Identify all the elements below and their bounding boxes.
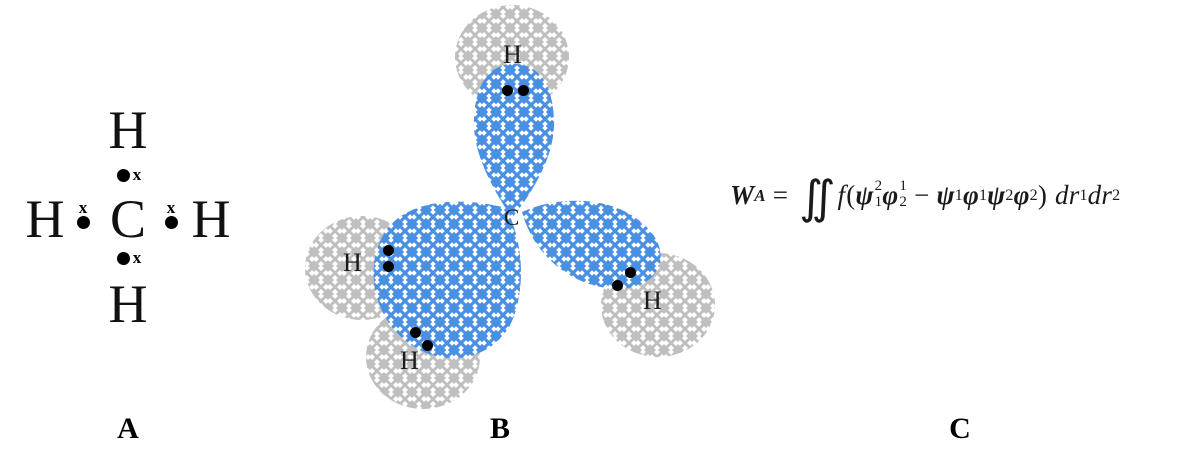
lewis-bond-pair-bottom: x: [106, 248, 152, 268]
sub-2: 2: [899, 193, 908, 210]
lewis-atom-left-h: H: [25, 189, 65, 249]
equation-phi-b-sub: 2: [1029, 186, 1038, 204]
panel-a-lewis-structure: H x H x C x H x H: [0, 95, 300, 355]
equation-r1-sub: 1: [1079, 186, 1088, 204]
orbital-label-carbon: C: [504, 205, 520, 230]
orbital-label-h-top: H: [503, 40, 522, 69]
orbital-label-h-right: H: [643, 286, 662, 315]
equation-equals: =: [772, 180, 789, 210]
sup-1: 1: [899, 178, 908, 195]
orbital-overlap-svg: [305, 5, 715, 409]
lewis-atom-top-h: H: [108, 100, 148, 160]
electron-pair-dot-bottom-left-2: [422, 340, 433, 351]
equation-d2: d: [1087, 180, 1102, 210]
electron-dot: [76, 216, 90, 229]
panel-label-a: A: [117, 412, 139, 445]
sub-1: 1: [874, 193, 883, 210]
lewis-bond-pair-top: x: [106, 165, 152, 185]
electron-dot: [116, 168, 130, 182]
equation-phi-a-sub: 1: [978, 186, 988, 204]
electron-pair-dot-top-1: [502, 85, 513, 96]
carbon-sp3-orbital-front-left: [373, 201, 521, 359]
equation-psi-a: ψ: [936, 180, 955, 210]
equation-symbol-w: W: [730, 180, 755, 210]
electron-cross: x: [166, 198, 176, 217]
panel-b-orbital-diagram: H H H H C: [300, 0, 730, 410]
lewis-atom-bottom-h: H: [108, 274, 148, 334]
equation-d1: d: [1055, 180, 1069, 210]
equation-r2: r: [1101, 180, 1113, 210]
equation-psi-b: ψ: [987, 180, 1006, 210]
panel-label-b: B: [489, 412, 510, 445]
equation-phi-2: φ: [882, 180, 899, 210]
equation-function-f: f: [837, 180, 846, 210]
equation-phi-a: φ: [962, 180, 979, 210]
equation-superscript-a: A: [754, 185, 766, 205]
equation-minus: −: [914, 180, 930, 210]
electron-pair-dot-right-2: [612, 280, 623, 291]
equation-psi-1: ψ: [855, 180, 874, 210]
sup-2: 2: [874, 178, 883, 195]
electron-pair-dot-right-1: [625, 267, 636, 278]
lewis-atom-center-c: C: [109, 189, 147, 249]
equation-psi-b-sub: 2: [1005, 186, 1014, 204]
carbon-sp3-orbital-right: [522, 200, 661, 289]
lewis-bond-pair-right: x: [160, 195, 182, 235]
electron-dot: [164, 216, 178, 229]
electron-dot: [116, 251, 130, 265]
electron-cross: x: [132, 248, 142, 267]
panel-label-c: C: [949, 412, 971, 445]
electron-cross: x: [132, 165, 142, 184]
carbon-sp3-orbital-top: [473, 64, 555, 218]
equation-open-paren: (: [846, 180, 856, 210]
lewis-atom-right-h: H: [191, 189, 231, 249]
equation-close-paren: ): [1037, 180, 1048, 210]
electron-cross: x: [78, 198, 88, 217]
electron-pair-dot-top-2: [518, 85, 529, 96]
electron-pair-dot-bottom-left-1: [410, 327, 421, 338]
equation-r1: r: [1068, 180, 1080, 210]
orbital-label-h-bottom-left: H: [400, 346, 419, 375]
equation-phi-b: φ: [1013, 180, 1030, 210]
lewis-bond-pair-left: x: [72, 195, 94, 235]
orbital-label-h-left: H: [343, 248, 362, 277]
double-integral-icon: ∬: [799, 171, 835, 223]
equation-r2-sub: 2: [1112, 186, 1121, 204]
equation-psi-a-sub: 1: [954, 186, 963, 204]
electron-pair-dot-left-1: [383, 245, 394, 256]
electron-pair-dot-left-2: [383, 261, 394, 272]
